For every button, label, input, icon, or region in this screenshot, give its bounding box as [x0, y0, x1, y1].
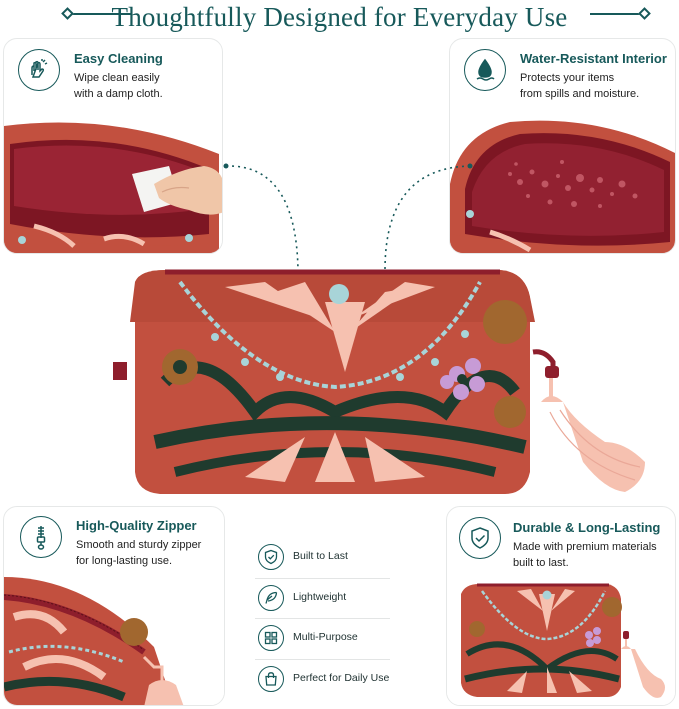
card-high-quality-zipper: High-Quality Zipper Smooth and sturdy zi… — [3, 506, 225, 706]
durable-desc-line-2: built to last. — [513, 557, 569, 569]
benefit-item-lightweight: Lightweight — [255, 579, 390, 619]
benefit-item-built-to-last: Built to Last — [255, 538, 390, 579]
zipper-desc: Smooth and sturdy zipper for long-lastin… — [76, 537, 201, 569]
main-bag-image — [105, 262, 655, 507]
benefit-item-multi-purpose: Multi-Purpose — [255, 619, 390, 660]
shield-check-icon — [459, 517, 501, 559]
card-easy-cleaning: Easy Cleaning Wipe clean easily with a d… — [3, 38, 223, 254]
durable-title: Durable & Long-Lasting — [513, 520, 661, 535]
bag-icon — [258, 665, 284, 692]
water-resistant-title: Water-Resistant Interior — [520, 51, 667, 66]
water-resistant-desc-line-1: Protects your items — [520, 72, 615, 84]
zipper-title: High-Quality Zipper — [76, 518, 197, 533]
benefit-label: Perfect for Daily Use — [293, 671, 390, 684]
easy-cleaning-desc: Wipe clean easily with a damp cloth. — [74, 70, 163, 102]
easy-cleaning-desc-line-2: with a damp cloth. — [74, 88, 163, 100]
photo-zipper — [4, 577, 224, 705]
card-water-resistant: Water-Resistant Interior Protects your i… — [449, 38, 676, 254]
water-resistant-desc: Protects your items from spills and mois… — [520, 70, 639, 102]
benefit-label: Built to Last — [293, 550, 348, 562]
page-title: Thoughtfully Designed for Everyday Use — [111, 2, 568, 32]
photo-water-resistant — [450, 114, 675, 253]
water-drop-icon — [464, 49, 506, 91]
easy-cleaning-title: Easy Cleaning — [74, 51, 163, 66]
shield-check-icon — [258, 544, 284, 570]
benefit-label: Lightweight — [293, 590, 347, 603]
easy-cleaning-desc-line-1: Wipe clean easily — [74, 72, 160, 84]
photo-cleaning — [4, 114, 222, 253]
benefit-item-daily-use: Perfect for Daily Use — [255, 660, 390, 701]
water-resistant-desc-line-2: from spills and moisture. — [520, 88, 640, 100]
photo-durable-bag — [447, 579, 675, 705]
zipper-icon — [20, 516, 62, 558]
grid-icon — [258, 625, 284, 651]
header: Thoughtfully Designed for Everyday Use — [0, 0, 679, 36]
title-rule-right — [590, 13, 646, 15]
zipper-desc-line-1: Smooth and sturdy zipper — [76, 539, 202, 551]
title-rule-left — [70, 13, 132, 15]
durable-desc: Made with premium materials built to las… — [513, 539, 657, 571]
zipper-desc-line-2: for long-lasting use. — [76, 555, 172, 567]
feather-icon — [258, 584, 284, 611]
card-durable: Durable & Long-Lasting Made with premium… — [446, 506, 676, 706]
hand-wipe-icon — [18, 49, 60, 91]
benefits-list: Built to Last Lightweight Multi-Purpose — [255, 538, 390, 700]
benefit-label: Multi-Purpose — [293, 631, 358, 643]
durable-desc-line-1: Made with premium materials — [513, 541, 657, 553]
